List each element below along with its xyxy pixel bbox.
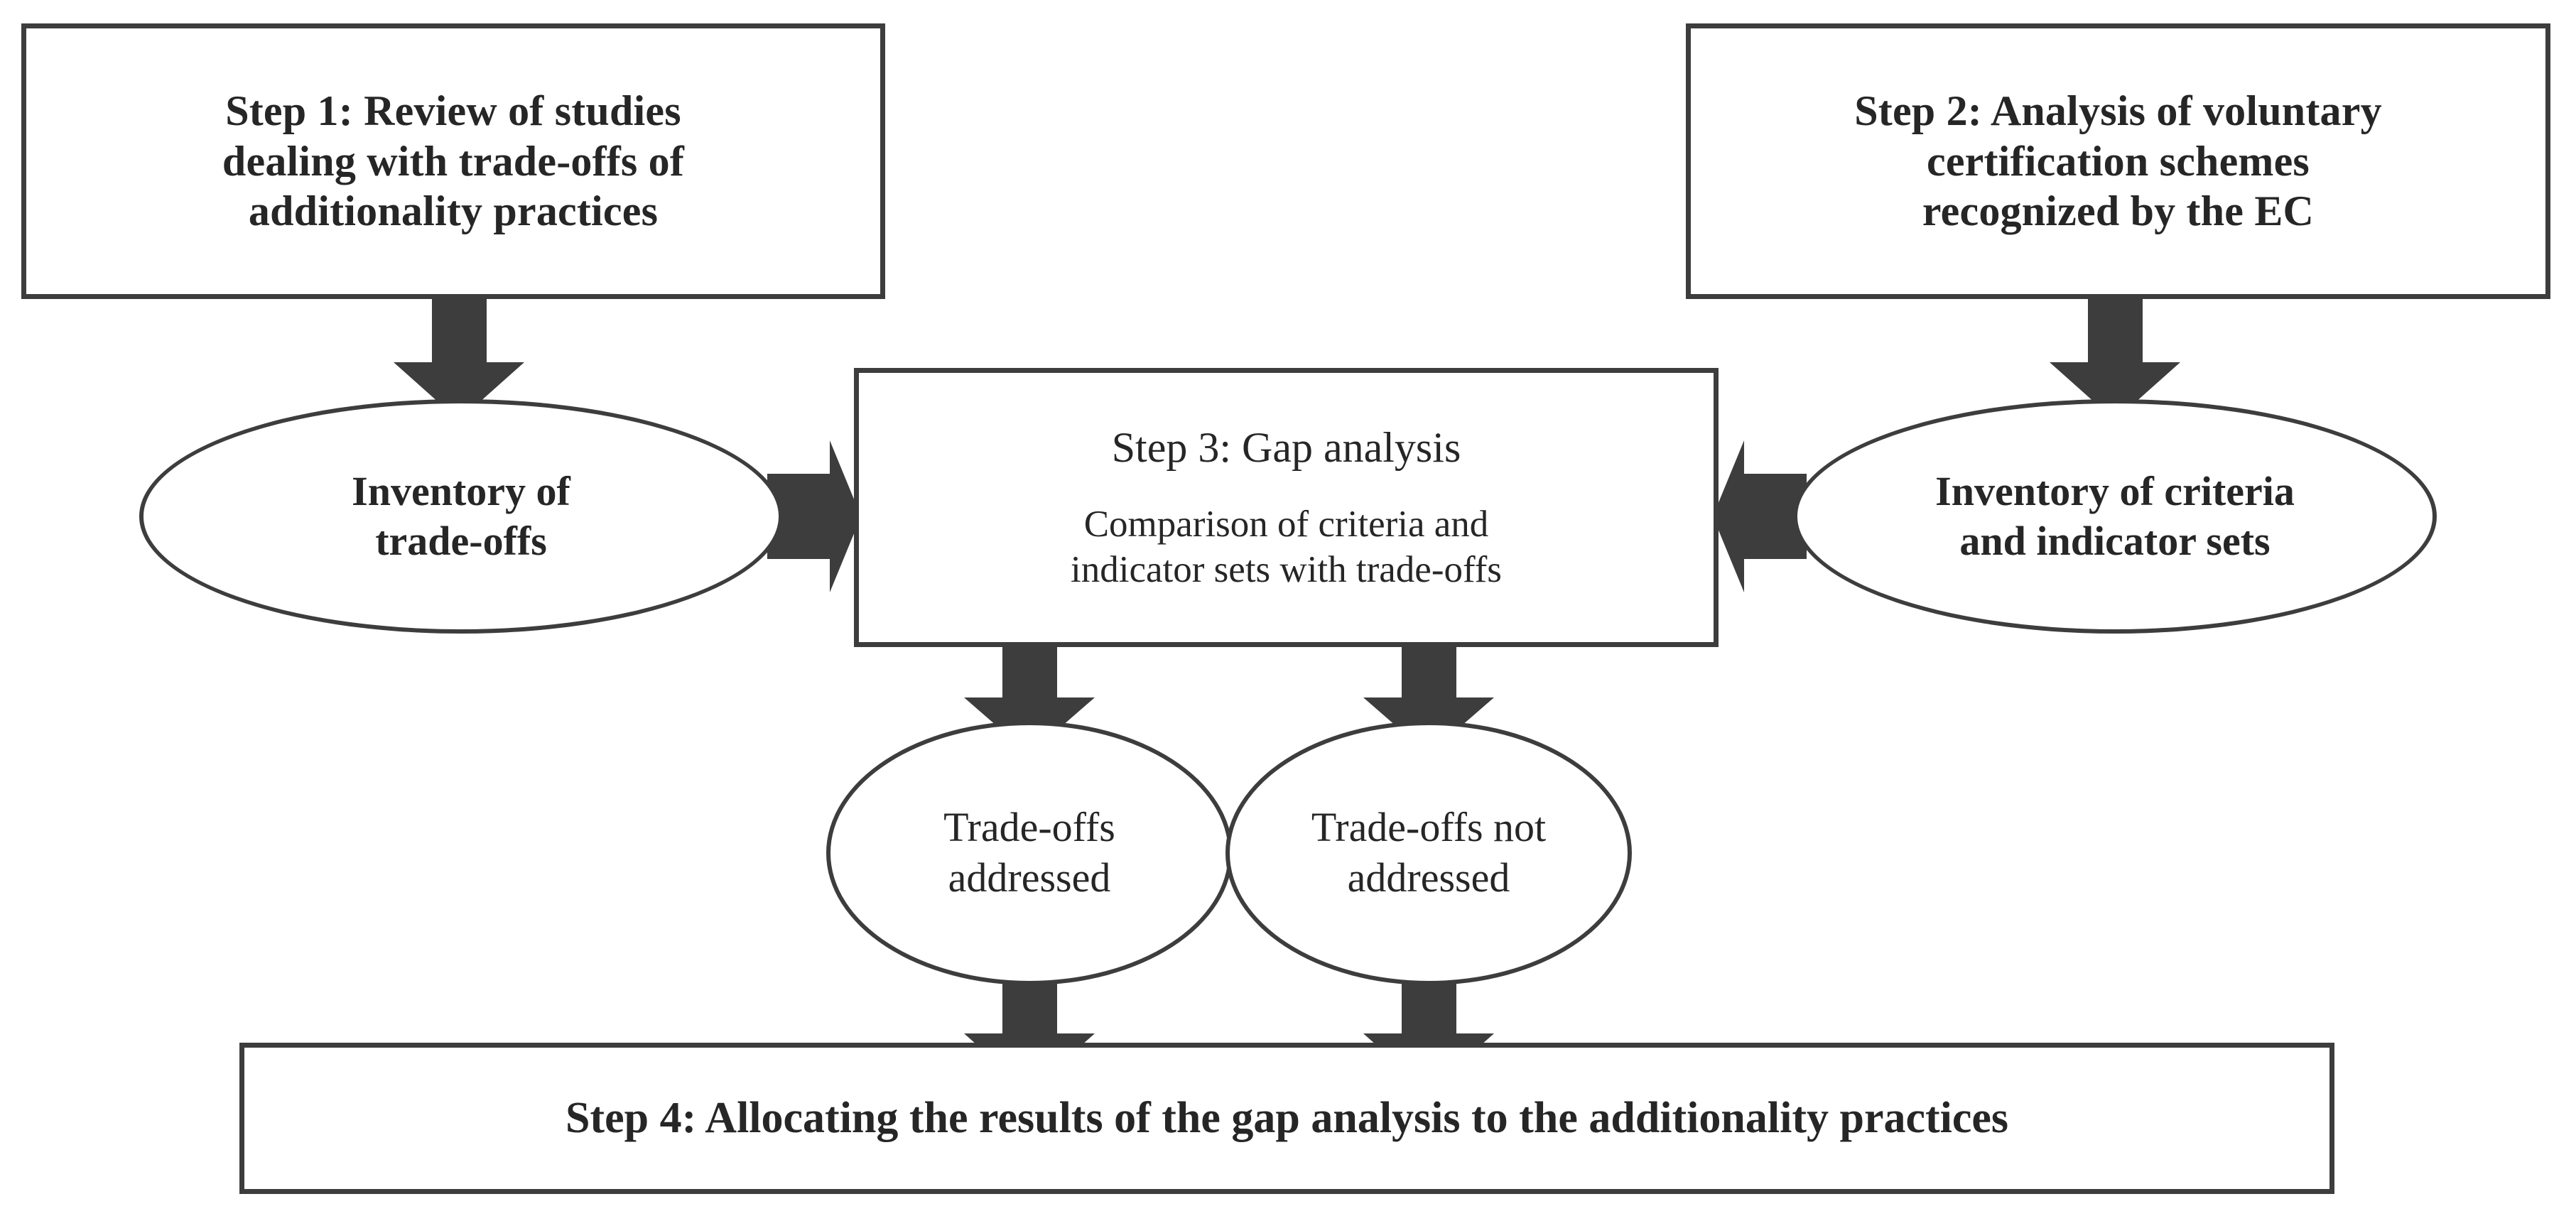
node-inventory-of-trade-offs[interactable]: Inventory of trade-offs: [139, 399, 783, 634]
step1-line-1: Step 1: Review of studies: [225, 87, 681, 134]
inventory-tradeoffs-line-2: trade-offs: [375, 518, 547, 564]
arrow-inventory-criteria-to-step3: [1713, 440, 1807, 592]
step2-line-1: Step 2: Analysis of voluntary: [1854, 87, 2382, 134]
arrow-step3-to-tradeoffs-not-addressed: [1363, 645, 1494, 754]
node-step2[interactable]: Step 2: Analysis of voluntary certificat…: [1686, 23, 2550, 299]
inventory-criteria-line-1: Inventory of criteria: [1935, 468, 2295, 515]
step2-line-2: certification schemes: [1927, 137, 2310, 185]
arrow-step3-to-tradeoffs-addressed: [964, 645, 1095, 754]
step1-line-3: additionality practices: [248, 188, 659, 235]
node-trade-offs-addressed[interactable]: Trade-offs addressed: [826, 721, 1233, 985]
inventory-criteria-line-2: and indicator sets: [1959, 518, 2271, 564]
node-step4[interactable]: Step 4: Allocating the results of the ga…: [239, 1043, 2334, 1194]
tradeoffs-not-addressed-line-1: Trade-offs not: [1311, 804, 1547, 851]
arrow-inventory-tradeoffs-to-step3: [767, 440, 861, 592]
node-inventory-of-criteria-and-indicator-sets[interactable]: Inventory of criteria and indicator sets: [1793, 399, 2437, 634]
tradeoffs-addressed-line-1: Trade-offs: [943, 804, 1115, 851]
step3-subtitle-line-2: indicator sets with trade-offs: [1071, 548, 1502, 590]
node-trade-offs-not-addressed[interactable]: Trade-offs not addressed: [1225, 721, 1632, 985]
step3-subtitle-line-1: Comparison of criteria and: [1083, 504, 1489, 545]
inventory-tradeoffs-line-1: Inventory of: [352, 468, 570, 515]
node-step3[interactable]: Step 3: Gap analysis Comparison of crite…: [854, 368, 1719, 647]
tradeoffs-not-addressed-line-2: addressed: [1347, 854, 1510, 901]
step3-title: Step 3: Gap analysis: [1111, 423, 1461, 471]
arrow-step1-to-inventory-tradeoffs: [394, 297, 524, 420]
step4-title: Step 4: Allocating the results of the ga…: [565, 1093, 2009, 1142]
arrow-step2-to-inventory-criteria: [2050, 297, 2180, 420]
step2-line-3: recognized by the EC: [1922, 188, 2315, 235]
node-step1[interactable]: Step 1: Review of studies dealing with t…: [21, 23, 885, 299]
step1-line-2: dealing with trade-offs of: [222, 137, 685, 185]
tradeoffs-addressed-line-2: addressed: [948, 854, 1111, 901]
